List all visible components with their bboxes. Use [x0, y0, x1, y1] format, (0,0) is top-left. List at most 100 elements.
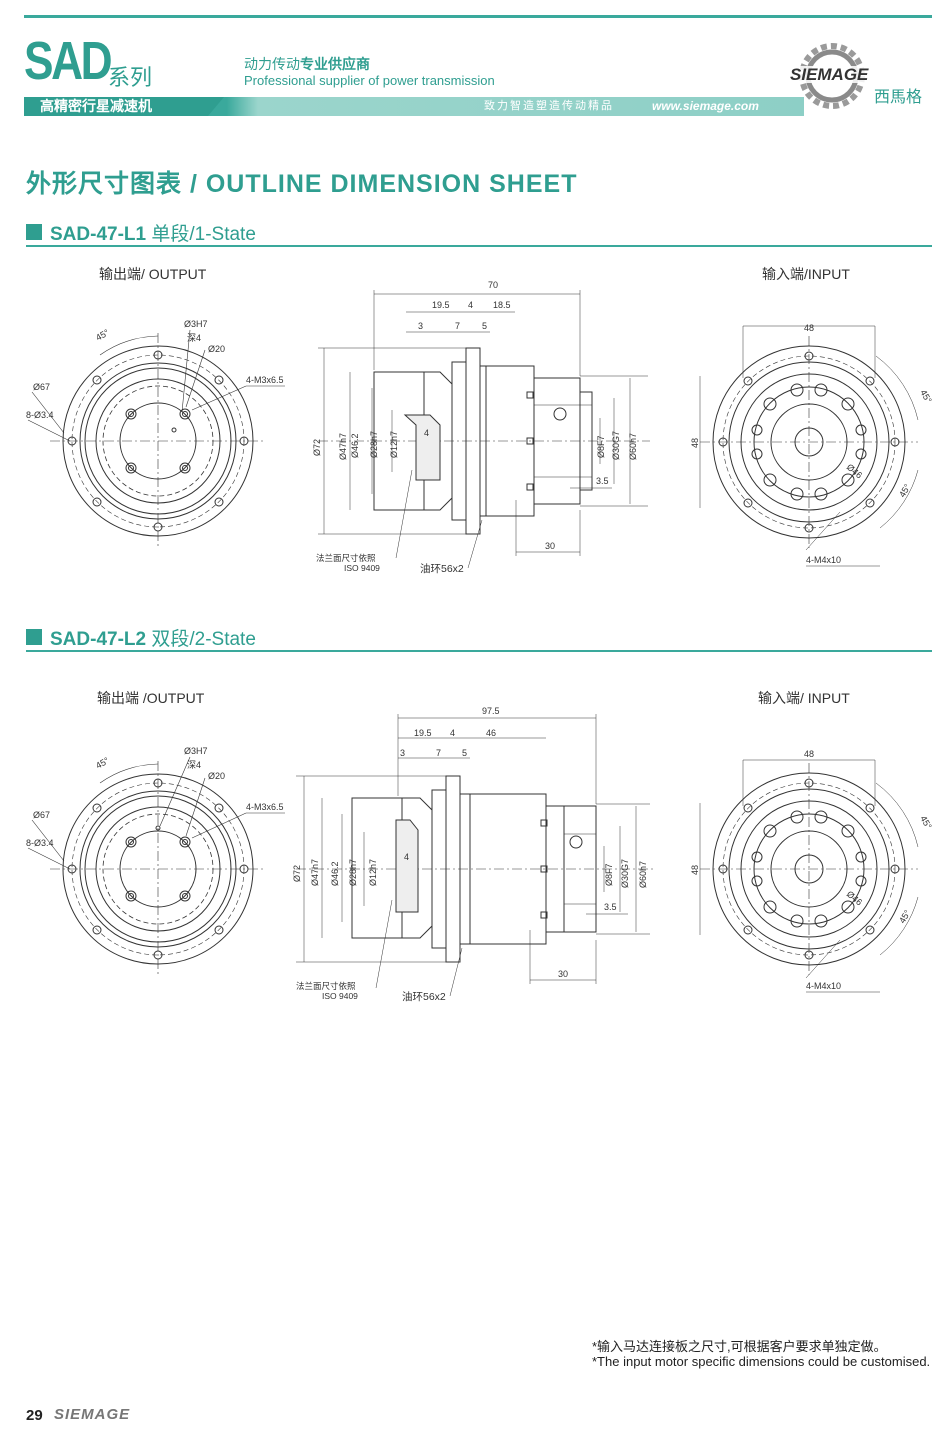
dim-label: Ø47h7 [338, 433, 348, 460]
dim-label: 4 [450, 728, 455, 738]
dim-label: 3 [400, 748, 405, 758]
dim-label: Ø8F7 [604, 863, 614, 886]
model-name: SAD-47-L1 [50, 224, 147, 245]
dim-label: 46 [486, 728, 496, 738]
dim-label: Ø67 [33, 382, 50, 392]
dim-label: Ø28h7 [369, 431, 379, 458]
dim-label: Ø30G7 [620, 859, 630, 888]
section-title: SAD-47-L1 单段/1-State [50, 219, 256, 246]
dim-label: 4 [468, 300, 473, 310]
section-header-l2: SAD-47-L2 双段/2-State [26, 624, 932, 652]
dim-label: 18.5 [493, 300, 511, 310]
dim-label: 7 [436, 748, 441, 758]
dim-label: 3 [418, 321, 423, 331]
footer-brand: SIEMAGE [54, 1406, 131, 1423]
side-dims-l1: 70 19.5 4 18.5 3 7 5 Ø72 Ø47h7 Ø46.2 Ø28… [312, 280, 638, 575]
input-view-l1 [699, 325, 919, 567]
slogan-cn-bold: 专业供应商 [300, 56, 370, 72]
dim-label: 19.5 [414, 728, 432, 738]
note-label: 油环56x2 [420, 562, 464, 575]
output-dims-l2: 45° Ø3H7 深4 Ø20 4-M3x6.5 Ø67 8-Ø3.4 [26, 746, 284, 848]
output-label: 输出端 /OUTPUT [97, 690, 205, 706]
angle-label: 45° [94, 327, 111, 343]
dim-label: 19.5 [432, 300, 450, 310]
dim-label: Ø12h7 [368, 859, 378, 886]
angle-label: 45° [94, 755, 111, 771]
section-marker [26, 629, 42, 645]
tagline-cn: 致力智造塑造传动精品 [484, 100, 614, 112]
output-view-l1 [27, 329, 285, 549]
note-label: 油环56x2 [402, 990, 446, 1003]
dim-label: Ø20 [208, 771, 225, 781]
dim-label: Ø60h7 [628, 433, 638, 460]
angle-label: 45° [918, 814, 934, 831]
series-code: SAD [24, 31, 113, 91]
dim-label: 4-M3x6.5 [246, 375, 284, 385]
dim-label: 4-M3x6.5 [246, 802, 284, 812]
angle-label: 45° [897, 482, 913, 499]
note-en: *The input motor specific dimensions cou… [592, 1354, 931, 1369]
input-view-l2 [699, 759, 919, 993]
dim-label: Ø3H7 [184, 319, 208, 329]
dim-label: Ø72 [312, 439, 322, 456]
input-label: 输入端/INPUT [762, 266, 850, 282]
angle-label: 45° [918, 388, 934, 405]
dim-label: 70 [488, 280, 498, 290]
dim-label: Ø3H7 [184, 746, 208, 756]
siemage-logo: SIEMAGE 西馬格 [788, 43, 934, 109]
dim-label: Ø28h7 [348, 859, 358, 886]
dim-label: 48 [690, 438, 700, 448]
dim-label: Ø72 [292, 865, 302, 882]
section-title: SAD-47-L2 双段/2-State [50, 624, 256, 651]
dim-label: 深4 [187, 333, 201, 343]
dim-label: Ø67 [33, 810, 50, 820]
dim-label: 4-M4x10 [806, 555, 841, 565]
dim-label: Ø46.2 [330, 861, 340, 886]
note-label: ISO 9409 [344, 563, 380, 573]
dim-label: 30 [558, 969, 568, 979]
note-label: 法兰面尺寸依照 [296, 981, 356, 991]
series-suffix: 系列 [108, 65, 153, 90]
dim-label: Ø60h7 [638, 861, 648, 888]
slogan-cn: 动力传动专业供应商 [244, 54, 370, 74]
dim-label: 4-M4x10 [806, 981, 841, 991]
dim-label: 5 [462, 748, 467, 758]
dim-label: 48 [804, 749, 814, 759]
dim-label: 3.5 [596, 476, 609, 486]
logo-en-text: SIEMAGE [790, 65, 869, 84]
stage-label: 单段/1-State [151, 224, 256, 245]
header-tag-dark [24, 97, 224, 116]
dim-label: 4 [424, 428, 429, 438]
output-label: 输出端/ OUTPUT [99, 266, 207, 282]
dim-label: 48 [690, 865, 700, 875]
slogan-en: Professional supplier of power transmiss… [244, 73, 495, 88]
section-marker [26, 224, 42, 240]
dim-label: 48 [804, 323, 814, 333]
input-label: 输入端/ INPUT [758, 690, 850, 706]
side-view-l2 [296, 714, 656, 997]
header-top-line [24, 15, 932, 18]
note-cn: *输入马达连接板之尺寸,可根据客户要求单独定做。 [592, 1339, 887, 1354]
output-view-l2 [27, 756, 285, 977]
note-label: ISO 9409 [322, 991, 358, 1001]
website-link[interactable]: www.siemage.com [652, 99, 759, 113]
dim-label: 5 [482, 321, 487, 331]
dim-label: 8-Ø3.4 [26, 410, 54, 420]
slogan-cn-prefix: 动力传动 [244, 56, 300, 72]
side-dims-l2: 97.5 19.5 4 46 3 7 5 Ø72 Ø47h7 Ø46.2 Ø28… [292, 706, 648, 1003]
dim-label: Ø47h7 [310, 859, 320, 886]
angle-label: 45° [897, 908, 913, 925]
output-dims-l1: 45° Ø3H7 深4 Ø20 4-M3x6.5 Ø67 8-Ø3.4 [26, 319, 284, 420]
dim-label: 深4 [187, 760, 201, 770]
dim-label: 4 [404, 852, 409, 862]
dim-label: 30 [545, 541, 555, 551]
dim-label: 3.5 [604, 902, 617, 912]
dim-label: Ø8F7 [596, 435, 606, 458]
dim-label: Ø30G7 [611, 431, 621, 460]
section-header-l1: SAD-47-L1 单段/1-State [26, 219, 932, 247]
dim-label: Ø46 [845, 462, 864, 481]
dim-label: 7 [455, 321, 460, 331]
page-number: 29 [26, 1407, 43, 1424]
dim-label: Ø46 [845, 889, 864, 908]
